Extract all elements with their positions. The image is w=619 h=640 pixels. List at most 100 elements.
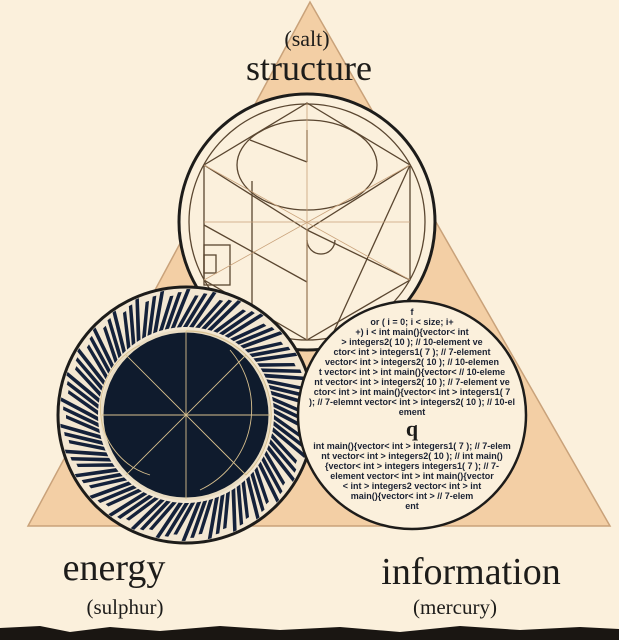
flame-stroke xyxy=(86,344,108,380)
flame-stroke xyxy=(77,348,105,385)
label-information: information xyxy=(381,551,560,593)
flame-stroke xyxy=(66,381,99,409)
flame-stroke xyxy=(198,498,214,535)
flame-stroke xyxy=(81,472,123,484)
flame-stroke xyxy=(112,310,126,354)
flame-stroke xyxy=(67,389,99,415)
flame-stroke xyxy=(105,488,142,507)
flame-stroke xyxy=(273,415,305,441)
flame-stroke xyxy=(215,494,225,535)
code-ring-1: // 10-element vector< int > integers2( 1… xyxy=(308,367,516,417)
flame-stroke xyxy=(130,499,165,530)
flame-stroke xyxy=(224,313,264,338)
label-sulphur: (sulphur) xyxy=(87,595,164,619)
flame-stroke xyxy=(240,331,283,349)
code-ring-4: vector< int > int main(){vector< int > /… xyxy=(350,481,482,511)
flame-stroke xyxy=(273,421,306,449)
flame-stroke xyxy=(92,327,114,369)
flame-stroke xyxy=(103,325,118,364)
flame-stroke xyxy=(170,289,191,329)
flame-stroke xyxy=(250,471,265,512)
flame-stroke xyxy=(75,357,103,391)
flame-stroke xyxy=(89,335,111,374)
flame-stroke xyxy=(249,346,291,358)
flame-stroke xyxy=(244,341,284,353)
flame-stroke xyxy=(231,487,237,532)
flame-stroke xyxy=(261,456,283,495)
flame-stroke xyxy=(153,290,165,334)
flame-stroke xyxy=(260,368,302,373)
flame-stroke xyxy=(190,500,208,538)
flame-stroke xyxy=(235,326,275,345)
structure-circle xyxy=(177,92,437,352)
flame-stroke xyxy=(70,457,112,462)
flame-stroke xyxy=(201,299,233,330)
label-mercury: (mercury) xyxy=(413,595,497,619)
flame-stroke xyxy=(207,496,219,540)
flame-stroke xyxy=(264,450,286,486)
label-energy: energy xyxy=(63,547,166,589)
flame-stroke xyxy=(181,501,202,541)
flame-stroke xyxy=(263,373,308,381)
flame-stroke xyxy=(218,311,255,336)
flame-stroke xyxy=(189,291,217,328)
flame-stroke xyxy=(117,494,154,519)
flame-stroke xyxy=(195,299,224,329)
flame-stroke xyxy=(63,406,99,428)
flame-stroke xyxy=(253,352,298,362)
center-glyph: q xyxy=(405,416,419,441)
flame-stroke xyxy=(148,501,177,531)
flame-stroke xyxy=(122,311,131,350)
flame-stroke xyxy=(125,497,159,521)
flame-stroke xyxy=(135,298,141,343)
label-salt: (salt) xyxy=(284,26,329,51)
flame-stroke xyxy=(258,461,280,503)
flame-stroke xyxy=(76,463,115,468)
torn-edge xyxy=(0,626,619,640)
flame-stroke xyxy=(66,414,100,434)
code-ring-2: int main(){vector< int > integers1( 7 );… xyxy=(313,441,511,471)
flame-stroke xyxy=(97,485,137,504)
flame-stroke xyxy=(266,379,304,391)
code-spiral: for ( i = 0; i < size; i++) i < int main… xyxy=(304,306,520,524)
code-ring-3: integers1( 7 ); // 7-element vector< int… xyxy=(330,461,500,491)
flame-stroke xyxy=(88,477,128,489)
flame-stroke xyxy=(230,323,267,342)
flame-stroke xyxy=(173,502,196,535)
flame-stroke xyxy=(64,449,109,457)
flame-stroke xyxy=(155,502,183,539)
flame-stroke xyxy=(142,300,149,339)
label-structure: structure xyxy=(246,48,372,88)
flame-stroke xyxy=(66,371,100,403)
flame-stroke xyxy=(147,295,157,336)
flame-stroke xyxy=(68,439,106,451)
flame-stroke xyxy=(207,300,242,331)
information-circle xyxy=(296,299,528,531)
flame-stroke xyxy=(236,484,244,526)
flame-stroke xyxy=(182,293,208,328)
flame-stroke xyxy=(241,480,250,519)
flame-stroke xyxy=(164,292,182,330)
energy-circle xyxy=(56,285,316,545)
flame-stroke xyxy=(246,476,260,520)
code-ring-0: for ( i = 0; i < size; i++) i < int main… xyxy=(318,307,500,377)
flame-stroke xyxy=(213,309,247,333)
flame-stroke xyxy=(268,384,308,398)
flame-stroke xyxy=(107,318,122,359)
flame-stroke xyxy=(269,439,297,473)
flame-stroke xyxy=(158,295,174,332)
flame-stroke xyxy=(108,492,148,517)
flame-stroke xyxy=(164,502,190,537)
flame-stroke xyxy=(257,362,296,367)
flame-stroke xyxy=(267,445,295,482)
flame-stroke xyxy=(272,427,306,459)
flame-stroke xyxy=(64,432,104,446)
flame-stroke xyxy=(60,397,99,422)
flame-stroke xyxy=(139,500,171,531)
flame-stroke xyxy=(223,491,230,530)
flame-stroke xyxy=(128,304,136,346)
flame-stroke xyxy=(271,433,298,464)
flame-stroke xyxy=(74,366,101,397)
